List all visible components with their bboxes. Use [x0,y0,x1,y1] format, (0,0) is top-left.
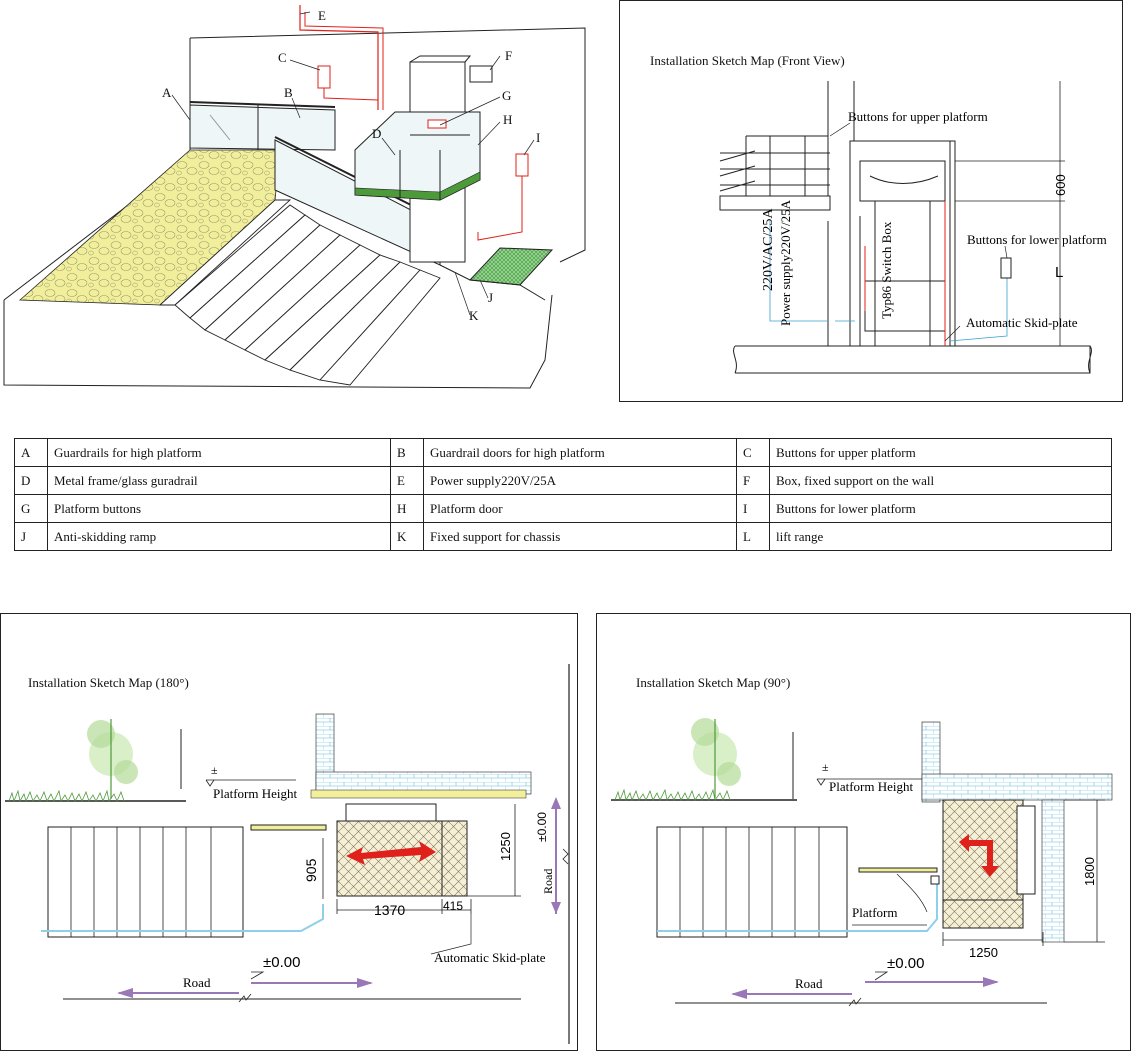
label-D: D [372,126,381,141]
map180-title: Installation Sketch Map (180°) [28,675,189,690]
legend-row: A Guardrails for high platform B Guardra… [14,438,1112,467]
installation-180-panel: Installation Sketch Map (180°) [0,613,578,1051]
legend-text: Buttons for lower platform [769,494,1112,523]
lower-buttons-box [515,153,529,177]
legend-row: J Anti-skidding ramp K Fixed support for… [14,522,1112,551]
legend-row: D Metal frame/glass guradrail E Power su… [14,466,1112,495]
front-view-title: Installation Sketch Map (Front View) [650,53,845,68]
platform-buttons [427,119,447,129]
front-view-drawing: Buttons for upper platform Buttons for l… [719,81,1107,374]
label-H: H [503,112,512,127]
legend-key: G [14,494,48,523]
dim-1800: 1800 [1082,857,1097,886]
legend-key: L [736,522,770,551]
legend-text: Anti-skidding ramp [47,522,391,551]
legend-text: Box, fixed support on the wall [769,466,1112,495]
pm-symbol: ± [211,763,218,777]
zero-level: ±0.00 [263,954,300,971]
red-move-arrow [346,841,436,865]
power-label-2: Power supply220V/25A [778,199,793,326]
zero-level: ±0.00 [887,955,924,972]
road-label: Road [795,976,823,991]
power-label-1: 220V/AC/25A [761,208,776,291]
skid-plate-label: Automatic Skid-plate [966,315,1078,330]
road-vertical: Road [541,869,555,894]
lower-buttons-box [1000,257,1012,279]
legend-key: E [390,466,424,495]
label-G: G [502,88,511,103]
upper-buttons-box [317,65,331,89]
dim-415: 415 [443,899,463,913]
legend-key: B [390,438,424,467]
legend-row: G Platform buttons H Platform door I But… [14,494,1112,523]
platform-label: Platform [852,905,898,920]
label-B: B [284,85,293,100]
legend-key: A [14,438,48,467]
legend-key: H [390,494,424,523]
legend-key: I [736,494,770,523]
iso-letter-labels: E C A B D F G H I J K [162,8,540,323]
pm-symbol: ± [822,760,829,774]
legend-text: Metal frame/glass guradrail [47,466,391,495]
upper-buttons-label: Buttons for upper platform [848,109,988,124]
label-K: K [469,308,479,323]
legend-text: Fixed support for chassis [423,522,737,551]
dim-905: 905 [303,858,319,882]
dim-600: 600 [1053,174,1068,196]
platform-height-label: Platform Height [829,779,914,794]
legend-table: A Guardrails for high platform B Guardra… [14,438,1112,551]
map180-drawing: ± Platform Height 905 1370 415 1250 ±0.0… [5,664,570,1044]
label-F: F [505,48,512,63]
label-J: J [488,290,493,305]
road-label: Road [183,975,211,990]
legend-text: Platform door [423,494,737,523]
legend-text: Buttons for upper platform [769,438,1112,467]
legend-key: K [390,522,424,551]
legend-text: Guardrail doors for high platform [423,438,737,467]
stairs [158,199,441,386]
legend-text: Power supply220V/25A [423,466,737,495]
map90-title: Installation Sketch Map (90°) [636,675,791,690]
installation-90-panel: Installation Sketch Map (90°) [596,613,1131,1051]
legend-key: F [736,466,770,495]
platform-height-label: Platform Height [213,786,298,801]
legend-key: C [736,438,770,467]
legend-key: J [14,522,48,551]
grass-plant [5,719,186,803]
front-view-panel: Installation Sketch Map (Front View) [619,0,1123,402]
label-I: I [536,130,540,145]
label-A: A [162,85,172,100]
anti-skidding-ramp [468,247,554,286]
label-E: E [318,8,326,23]
grass-plant [611,718,797,802]
lower-buttons-label: Buttons for lower platform [967,232,1107,247]
legend-key: D [14,466,48,495]
dim-L: L [1055,264,1063,281]
map90-drawing: ± Platform Height Platform 1800 1250 ±0.… [611,718,1113,1007]
red-move-arrow [959,834,999,877]
isometric-lift-drawing: E C A B D F G H I J K [3,5,586,389]
switch-box-label: Typ86 Switch Box [879,221,894,319]
zero-vertical: ±0.00 [535,812,549,842]
label-C: C [278,50,287,65]
dim-1370: 1370 [374,902,405,918]
dim-1250: 1250 [498,832,513,861]
skid-plate-label: Automatic Skid-plate [434,950,546,965]
legend-text: lift range [769,522,1112,551]
dim-1250: 1250 [969,945,998,960]
power-line [299,5,379,110]
guardrail-high-platform [189,101,336,151]
legend-text: Guardrails for high platform [47,438,391,467]
legend-text: Platform buttons [47,494,391,523]
